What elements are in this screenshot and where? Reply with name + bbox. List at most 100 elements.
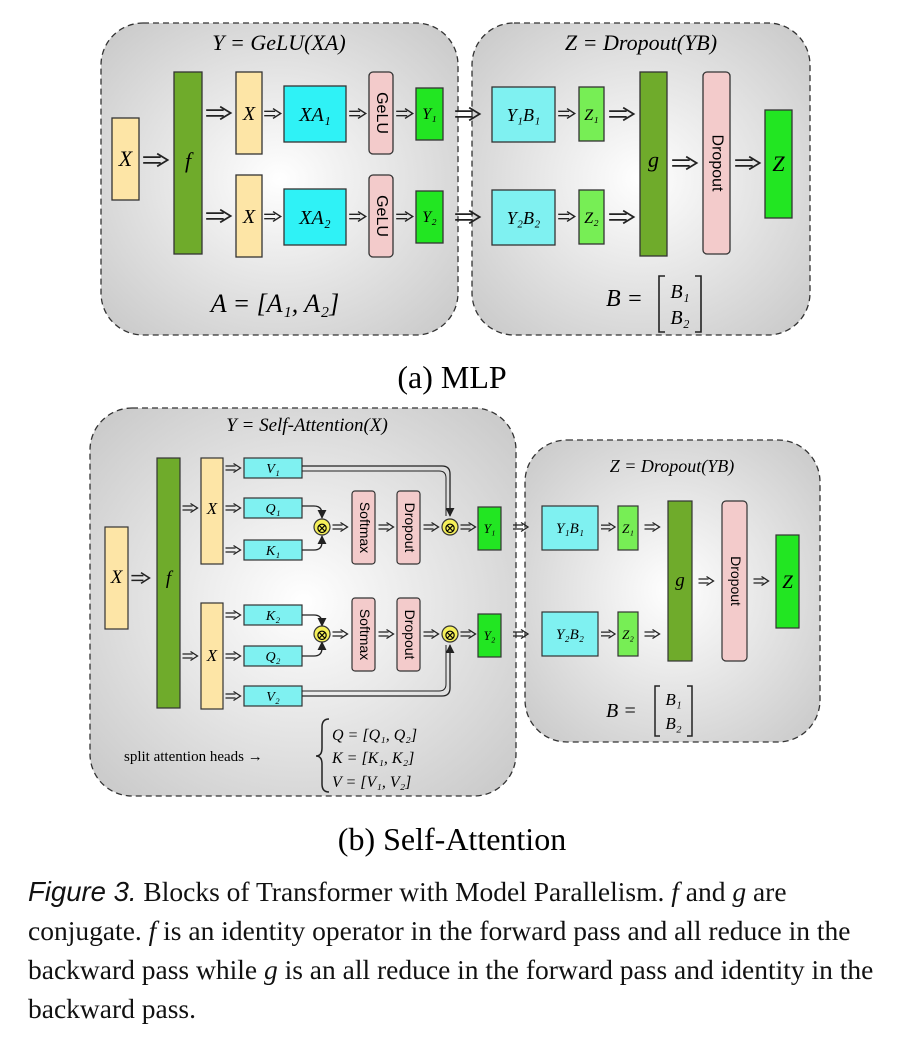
mlp-caption: (a) MLP bbox=[397, 359, 506, 395]
attn-x-top: X bbox=[206, 499, 218, 518]
attn-b2: B₂ bbox=[665, 714, 681, 733]
figure-caption-label: Figure 3. bbox=[28, 876, 137, 907]
mlp-y2-box bbox=[415, 190, 444, 244]
attn-q1: Q₁ bbox=[266, 502, 281, 517]
attn-softmax-bottom: Softmax bbox=[357, 609, 373, 660]
figure-caption: Figure 3. Blocks of Transformer with Mod… bbox=[28, 872, 884, 1028]
mlp-xa2-box bbox=[283, 188, 347, 246]
mlp-x-bottom-box bbox=[235, 174, 263, 258]
attn-split-brace bbox=[315, 718, 330, 793]
figure-diagram: Y = GeLU(XA) Z = Dropout(YB) X f X XA₁ G… bbox=[89, 22, 821, 857]
attn-diagram: Y = Self-Attention(X) Z = Dropout(YB) X … bbox=[89, 407, 821, 797]
mlp-z2: Z₂ bbox=[584, 210, 599, 227]
mlp-z1: Z₁ bbox=[584, 107, 598, 124]
attn-x-top-box bbox=[200, 457, 224, 565]
mlp-z2-box bbox=[578, 189, 605, 245]
attn-softmax-top: Softmax bbox=[357, 502, 373, 553]
mlp-x-bottom: X bbox=[242, 206, 256, 228]
attn-k2: K₂ bbox=[265, 609, 280, 624]
attn-z2-box bbox=[617, 611, 639, 657]
attn-left-title: Y = Self-Attention(X) bbox=[226, 415, 388, 436]
attn-mult-top-circle bbox=[313, 518, 331, 536]
mlp-b-formula: B = B₁ B₂ bbox=[606, 275, 702, 333]
mlp-dropout-box bbox=[702, 71, 731, 255]
mlp-y2: Y₂ bbox=[422, 209, 437, 226]
mlp-x-top-box bbox=[235, 71, 263, 155]
mlp-gelu-top-box bbox=[368, 71, 394, 155]
mlp-f-box bbox=[173, 71, 203, 255]
attn-y2b2: Y₂B₂ bbox=[556, 627, 584, 643]
attn-b-bracket-right bbox=[687, 685, 693, 737]
figure-caption-g: g bbox=[732, 876, 747, 907]
attn-v2: V₂ bbox=[266, 690, 280, 705]
figure-caption-text-3: are conjugate. bbox=[28, 876, 787, 946]
attn-q2-to-mult bbox=[302, 641, 327, 657]
mlp-xa1-box bbox=[283, 85, 347, 143]
attn-z-out-box bbox=[775, 534, 800, 629]
figure-caption-g2: g bbox=[263, 954, 278, 985]
mlp-z-out: Z bbox=[772, 151, 785, 176]
mlp-b-bracket-left bbox=[658, 275, 665, 333]
mlp-gelu-bottom: GeLU bbox=[373, 195, 390, 237]
mlp-y1b1: Y₁B₁ bbox=[507, 105, 541, 125]
attn-g-label: g bbox=[675, 570, 685, 591]
figure-caption-f: f bbox=[671, 876, 679, 907]
attn-x-bottom-box bbox=[200, 602, 224, 710]
attn-y1b1: Y₁B₁ bbox=[556, 521, 584, 537]
attn-q1-box bbox=[243, 497, 303, 519]
attn-g-box bbox=[667, 500, 693, 662]
attn-q-def: Q = [Q₁, Q₂] bbox=[332, 727, 417, 744]
attn-v1-box bbox=[243, 457, 303, 479]
attn-input-x-box bbox=[104, 526, 129, 630]
mlp-left-title: Y = GeLU(XA) bbox=[212, 30, 345, 55]
attn-mult-top: ⊗ bbox=[316, 521, 329, 537]
attn-k2-to-mult bbox=[302, 614, 327, 627]
attn-mult-bottom: ⊗ bbox=[316, 628, 329, 644]
attn-v1-to-mult bbox=[302, 465, 455, 517]
attn-z1: Z₁ bbox=[622, 521, 634, 536]
attn-mult-v-bottom-circle bbox=[441, 625, 459, 643]
attn-split-heads: split attention heads → Q = [Q₁, Q₂] K =… bbox=[124, 718, 417, 793]
mlp-gelu-top: GeLU bbox=[373, 92, 390, 134]
attn-v-def: V = [V₁, V₂] bbox=[332, 774, 411, 791]
mlp-b2: B₂ bbox=[670, 307, 689, 329]
figure-caption-text-1: Blocks of Transformer with Model Paralle… bbox=[136, 876, 672, 907]
figure-caption-f2: f bbox=[148, 915, 157, 946]
attn-q1-to-mult bbox=[302, 505, 327, 519]
attn-dropout: Dropout bbox=[728, 556, 744, 606]
attn-k-def: K = [K₁, K₂] bbox=[331, 750, 414, 767]
attn-v2-to-mult-inner bbox=[302, 645, 447, 692]
mlp-g-label: g bbox=[648, 147, 659, 172]
mlp-right-title: Z = Dropout(YB) bbox=[565, 30, 717, 55]
mlp-b1: B₁ bbox=[670, 281, 689, 303]
mlp-f-label: f bbox=[185, 148, 194, 173]
attn-b1: B₁ bbox=[665, 690, 681, 709]
attn-softmax-bottom-box bbox=[351, 597, 376, 672]
attn-x-bottom: X bbox=[206, 646, 218, 665]
attn-dropout-top-box bbox=[396, 490, 421, 565]
mlp-x-top: X bbox=[242, 103, 256, 125]
attn-right-title: Z = Dropout(YB) bbox=[610, 456, 735, 477]
mlp-y1-box bbox=[415, 87, 444, 141]
mlp-input-x-box bbox=[111, 117, 140, 201]
attn-z2: Z₂ bbox=[622, 627, 634, 642]
mlp-z1-box bbox=[578, 86, 605, 142]
attn-y1b1-box bbox=[541, 505, 599, 551]
attn-f-label: f bbox=[166, 568, 174, 589]
figure-caption-text-5: is an all reduce in the forward pass and… bbox=[28, 954, 874, 1024]
attn-y2-box bbox=[477, 613, 502, 658]
mlp-g-box bbox=[639, 71, 668, 257]
attn-dropout-bottom: Dropout bbox=[402, 610, 418, 660]
mlp-z-out-box bbox=[764, 109, 793, 219]
attn-input-x: X bbox=[110, 567, 124, 588]
attn-mult-bottom-circle bbox=[313, 625, 331, 643]
attn-mult-v-top: ⊗ bbox=[444, 521, 457, 537]
figure-caption-text-4: is an identity operator in the forward p… bbox=[28, 915, 851, 985]
attn-v2-to-mult bbox=[302, 644, 455, 697]
attn-caption: (b) Self-Attention bbox=[338, 821, 566, 857]
attn-v1: V₁ bbox=[266, 462, 279, 477]
mlp-y2b2: Y₂B₂ bbox=[507, 208, 541, 228]
mlp-y2b2-box bbox=[491, 189, 556, 246]
attn-mult-v-top-circle bbox=[441, 518, 459, 536]
figure-caption-text-2: and bbox=[678, 876, 733, 907]
